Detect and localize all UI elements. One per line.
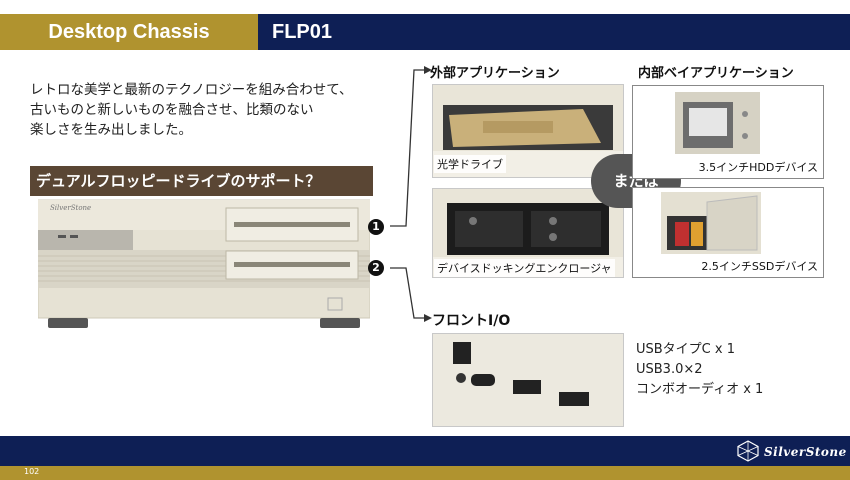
external-app-title: 外部アプリケーション	[430, 66, 560, 81]
front-io-image	[433, 334, 623, 426]
optical-drive-caption: 光学ドライブ	[434, 155, 506, 173]
marker-2-badge: 2	[368, 260, 384, 276]
silverstone-logo-text: SilverStone	[764, 445, 847, 459]
ssd-frame: 2.5インチSSDデバイス	[632, 187, 824, 278]
internal-app-title: 内部ベイアプリケーション	[638, 66, 794, 81]
hdd-caption: 3.5インチHDDデバイス	[695, 158, 821, 176]
front-io-title: フロントI/O	[432, 313, 511, 329]
ssd-caption: 2.5インチSSDデバイス	[698, 257, 821, 275]
intro-text: レトロな美学と最新のテクノロジーを組み合わせて、 古いものと新しいものを融合させ…	[30, 80, 390, 140]
footer-bar	[0, 436, 850, 468]
connector-arrows	[390, 66, 432, 322]
header-section-title: Desktop Chassis	[0, 14, 258, 50]
header-model-title: FLP01	[258, 14, 850, 50]
intro-line-3: 楽しさを生み出しました。	[30, 122, 192, 138]
spec-usb-c: USBタイプC x 1	[636, 342, 735, 357]
question-banner: デュアルフロッピードライブのサポート？	[30, 166, 373, 196]
marker-1-badge: 1	[368, 219, 384, 235]
hdd-frame: 3.5インチHDDデバイス	[632, 85, 824, 179]
docking-enclosure-photo: デバイスドッキングエンクロージャ	[432, 188, 624, 278]
spec-usb3: USB3.0×2	[636, 362, 703, 377]
footer-gold-stripe	[0, 466, 850, 480]
spec-audio: コンボオーディオ x 1	[636, 382, 764, 397]
intro-line-1: レトロな美学と最新のテクノロジーを組み合わせて、	[30, 82, 353, 98]
ssd-image	[661, 192, 761, 254]
hdd-image	[675, 92, 760, 154]
chassis-image	[38, 199, 370, 328]
chassis-brand-label: SilverStone	[50, 204, 92, 212]
optical-drive-photo: 光学ドライブ	[432, 84, 624, 178]
docking-enclosure-caption: デバイスドッキングエンクロージャ	[434, 259, 615, 277]
intro-line-2: 古いものと新しいものを融合させ、比類のない	[30, 102, 314, 118]
silverstone-logo-icon	[737, 440, 759, 462]
front-io-photo	[432, 333, 624, 427]
page-number: 102	[24, 467, 40, 476]
front-io-specs: USBタイプC x 1 USB3.0×2 コンボオーディオ x 1	[636, 340, 763, 400]
